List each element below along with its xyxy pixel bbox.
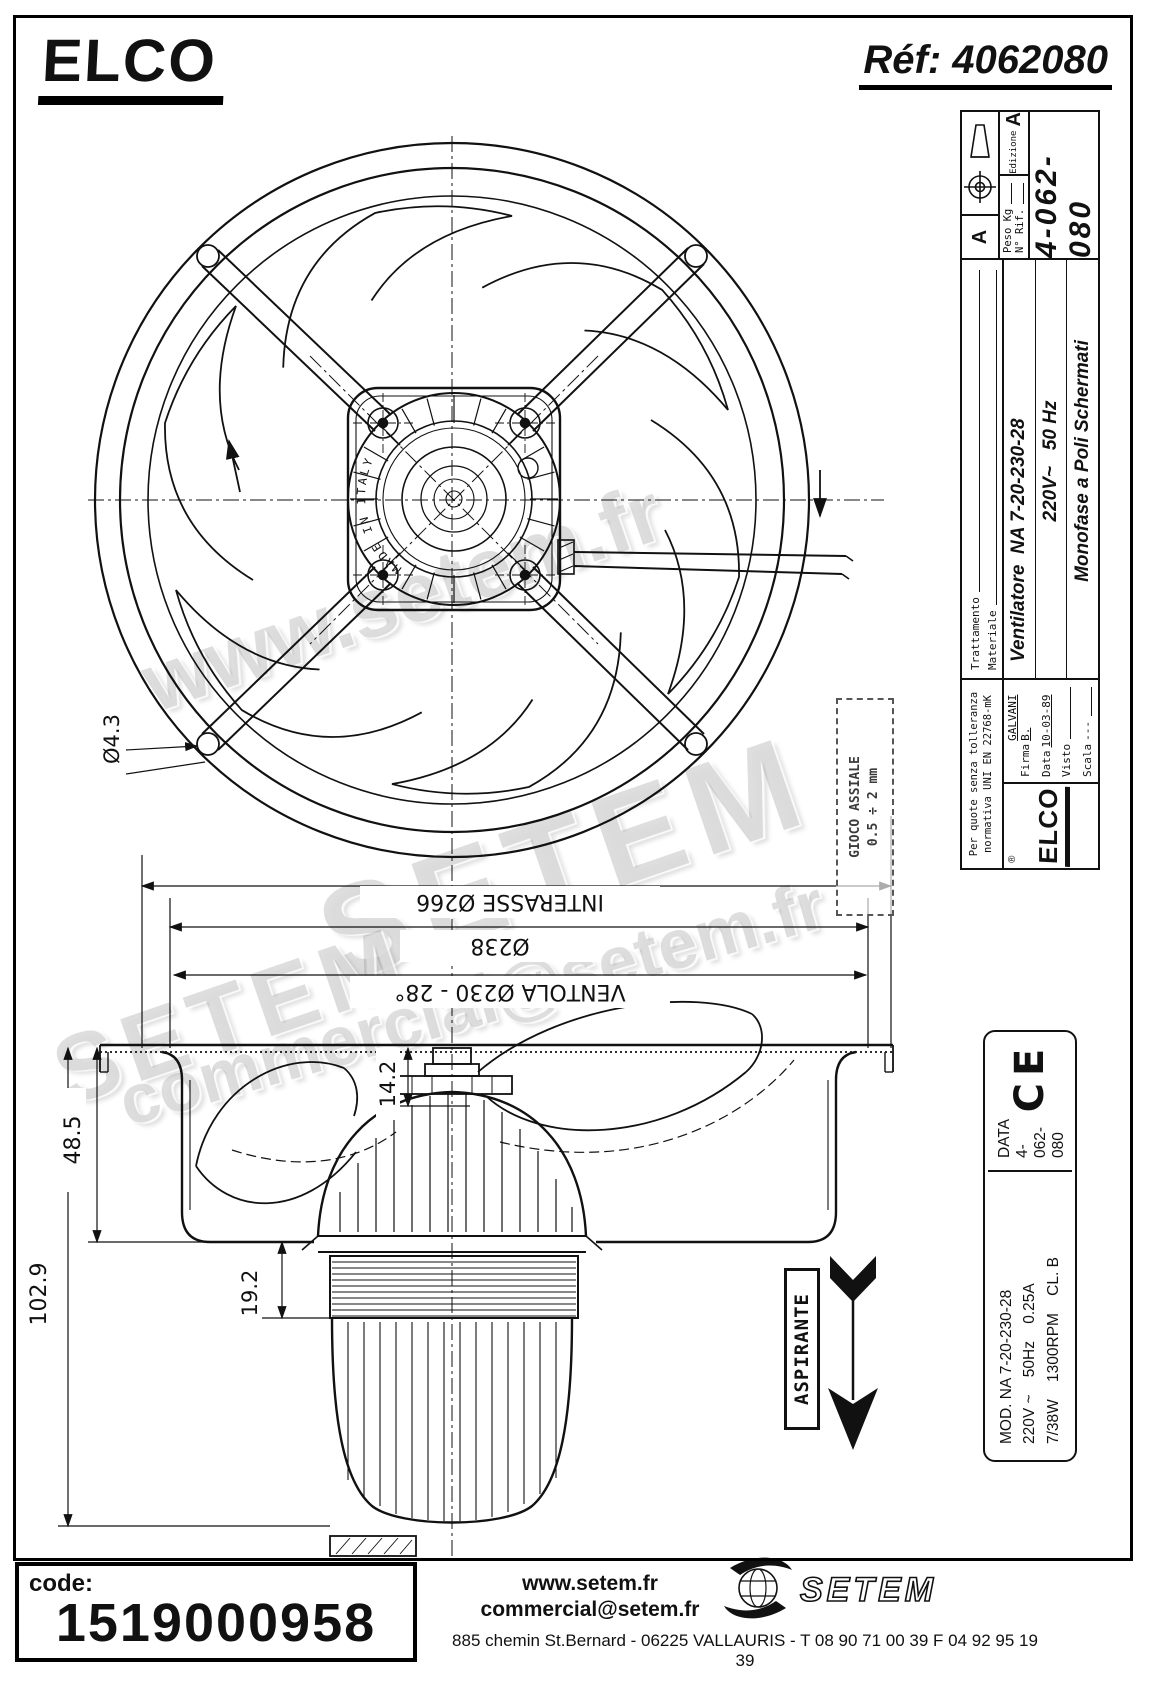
ce-data-plate: [983, 1030, 1077, 1462]
power-cable: [557, 539, 854, 580]
scala-rule: [1091, 687, 1093, 716]
firma-label: Firma: [1019, 743, 1032, 777]
materiale-row: Materiale: [982, 268, 999, 670]
dim-stack-label: 19.2: [238, 1254, 262, 1332]
scala-value: ---: [1081, 721, 1095, 741]
setem-logo-icon: [724, 1557, 792, 1619]
footer-address: 885 chemin St.Bernard - 06225 VALLAURIS …: [452, 1631, 1038, 1670]
screw-crosshairs: [353, 393, 555, 605]
product-name: Ventilatore NA 7-20-230-28: [1004, 260, 1036, 678]
firma-row: Firma GALVANI B.: [1006, 685, 1032, 777]
plate-number: 4-062-080: [1014, 1126, 1067, 1158]
dim-interasse-label: INTERASSE Ø266: [360, 886, 660, 918]
svg-text:MADE IN ITALY: MADE IN ITALY: [354, 454, 404, 577]
tolerance-note-line2: normativa UNI EN 22768-mK: [982, 694, 994, 854]
ce-data-plate-content: MOD. NA 7-20-230-28 220V ~ 50Hz 0.25A 7/…: [988, 1036, 1072, 1456]
elco-logo-small: ELCO: [1032, 784, 1070, 868]
firma-value: GALVANI B.: [1006, 694, 1032, 741]
visto-label: Visto: [1060, 743, 1074, 777]
title-block-elco-logo: ® ELCO: [1004, 782, 1098, 868]
gioco-assiale-stamp: GIOCO ASSIALE 0.5 ÷ 2 mm: [836, 698, 894, 916]
title-block-approvals: Per quote senza tolleranza normativa UNI…: [962, 678, 1098, 868]
materiale-label: Materiale: [986, 610, 999, 670]
data-value: 10-03-89: [1039, 694, 1053, 748]
rif-label: N° Rif.: [1014, 208, 1026, 253]
product-type: Monofase a Poli Schermati: [1071, 340, 1093, 582]
trattamento-rule: [979, 270, 980, 593]
drawing-number: 4-062-080: [1030, 153, 1097, 258]
setem-logo-text: SETEM: [800, 1571, 937, 1609]
front-view: MADE IN ITALY: [88, 136, 884, 1560]
rif-row: N° Rif.: [1014, 181, 1026, 253]
reference-number: Réf: 4062080: [790, 38, 1112, 90]
edizione-cell: Edizione A: [1000, 112, 1028, 174]
registered-mark: ®: [1007, 855, 1018, 863]
aspirante-label: ASPIRANTE: [784, 1268, 820, 1430]
plate-electrical: 220V ~ 50Hz 0.25A: [1021, 1283, 1038, 1444]
airflow-arrow: [828, 1256, 878, 1450]
dim-bowl-depth-label: 48.5: [60, 1088, 86, 1192]
plate-performance: 7/38W 1300RPM CL. B: [1044, 1257, 1062, 1444]
setem-logo: SETEM: [724, 1557, 937, 1619]
code-box: code: 1519000958: [15, 1562, 417, 1662]
dim-hole-label: Ø4.3: [98, 696, 126, 782]
trattamento-label: Trattamento: [969, 597, 982, 670]
visto-row: Visto: [1053, 685, 1074, 777]
data-row: Data 10-03-89: [1032, 685, 1053, 777]
peso-rule: [1011, 183, 1012, 204]
dim-diameter-label: Ø238: [400, 930, 600, 962]
dim-ventola-label: VENTOLA Ø230 - 28°: [350, 976, 670, 1008]
footer-website: www.setem.fr: [522, 1572, 658, 1595]
side-view: [99, 1001, 894, 1557]
plate-data-label: DATA: [996, 1118, 1013, 1158]
plate-model: MOD. NA 7-20-230-28: [997, 1289, 1015, 1444]
motor-body: [301, 1090, 603, 1557]
dim-hub-label: 14.2: [376, 1048, 400, 1120]
edizione-value: A: [1002, 112, 1025, 127]
reference-number-text: Réf: 4062080: [859, 38, 1112, 90]
product-voltage: 220V~ 50 Hz: [1035, 260, 1068, 678]
scala-label: Scala: [1081, 743, 1095, 777]
revision-letter: A: [962, 214, 998, 258]
rif-rule: [1023, 183, 1024, 204]
support-struts: [201, 247, 705, 751]
peso-label: Peso Kg: [1002, 208, 1014, 253]
gioco-line1: GIOCO ASSIALE: [848, 756, 864, 858]
title-block-product: Trattamento Materiale Ventilatore NA 7-2…: [962, 258, 1098, 678]
blade-profiles: [195, 1001, 795, 1205]
visto-blank-rule: [1070, 687, 1072, 739]
tolerance-note: Per quote senza tolleranza normativa UNI…: [962, 680, 1004, 868]
tolerance-note-line1: Per quote senza tolleranza: [968, 691, 981, 857]
scala-row: Scala ---: [1073, 685, 1094, 777]
projection-symbol-icon: [962, 112, 998, 214]
edizione-label: Edizione: [1009, 130, 1019, 174]
peso-row: Peso Kg: [1002, 181, 1014, 253]
dim-total-height-label: 102.9: [26, 1236, 52, 1352]
ce-mark: CE: [1007, 1041, 1053, 1113]
bowl: [161, 1050, 857, 1244]
direction-arrows: [225, 439, 827, 518]
mounting-holes: [196, 244, 708, 756]
elco-logo: ELCO: [37, 26, 227, 105]
centerlines: [88, 136, 884, 1560]
gioco-line2: 0.5 ÷ 2 mm: [866, 767, 881, 847]
code-label: code:: [29, 1570, 94, 1597]
made-in-italy-label: MADE IN ITALY: [354, 454, 401, 577]
title-block: Per quote senza tolleranza normativa UNI…: [960, 110, 1100, 870]
code-value: 1519000958: [55, 1593, 377, 1653]
data-label: Data: [1039, 750, 1053, 778]
trattamento-row: Trattamento: [965, 268, 982, 670]
footer-email: commercial@setem.fr: [480, 1598, 700, 1621]
title-block-number-section: A: [962, 112, 1098, 258]
materiale-rule: [996, 270, 997, 606]
